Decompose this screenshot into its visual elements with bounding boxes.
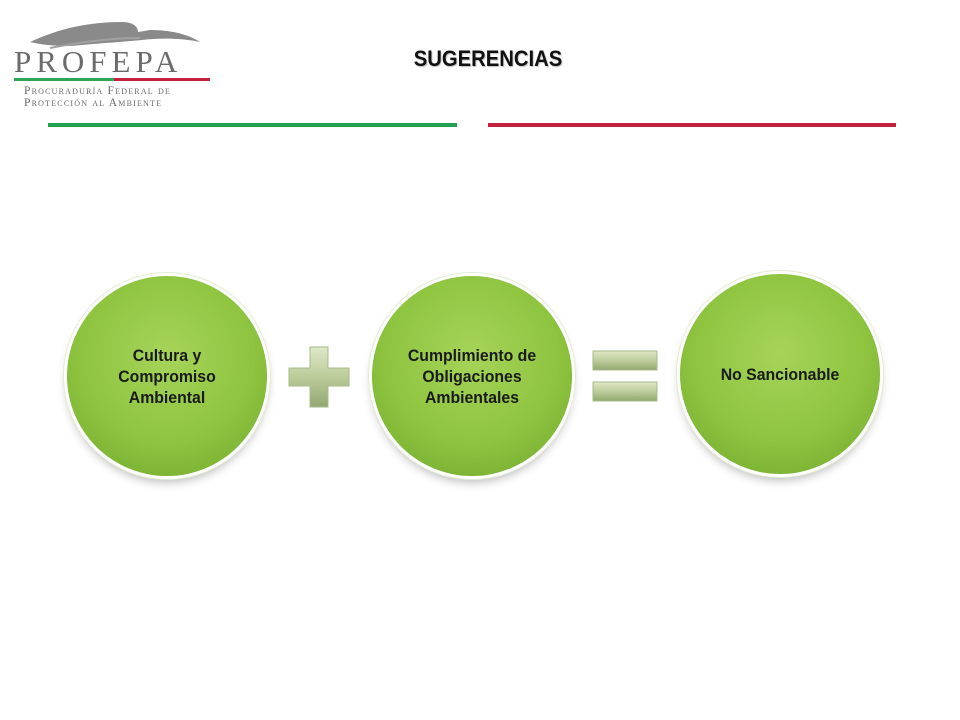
profepa-logo: PROFEPA Procuraduría Federal de Protecci… (10, 8, 210, 109)
red-divider (488, 123, 896, 127)
logo-subtitle-line2: Protección al Ambiente (24, 97, 163, 109)
plus-icon (288, 346, 350, 408)
circle-label: Cultura y Compromiso Ambiental (118, 345, 216, 407)
logo-wordmark: PROFEPA (14, 44, 183, 79)
circle-cultura-compromiso: Cultura y Compromiso Ambiental (67, 276, 267, 476)
logo-subtitle-line1: Procuraduría Federal de (24, 85, 172, 97)
circle-no-sancionable: No Sancionable (680, 274, 880, 474)
circle-cumplimiento-obligaciones: Cumplimiento de Obligaciones Ambientales (372, 276, 572, 476)
eagle-logo-icon (14, 22, 210, 81)
circle-label: No Sancionable (720, 364, 840, 384)
circle-label: Cumplimiento de Obligaciones Ambientales (407, 345, 537, 407)
equals-icon (592, 350, 658, 402)
page-title: SUGERENCIAS (413, 46, 563, 71)
green-divider (48, 123, 457, 127)
